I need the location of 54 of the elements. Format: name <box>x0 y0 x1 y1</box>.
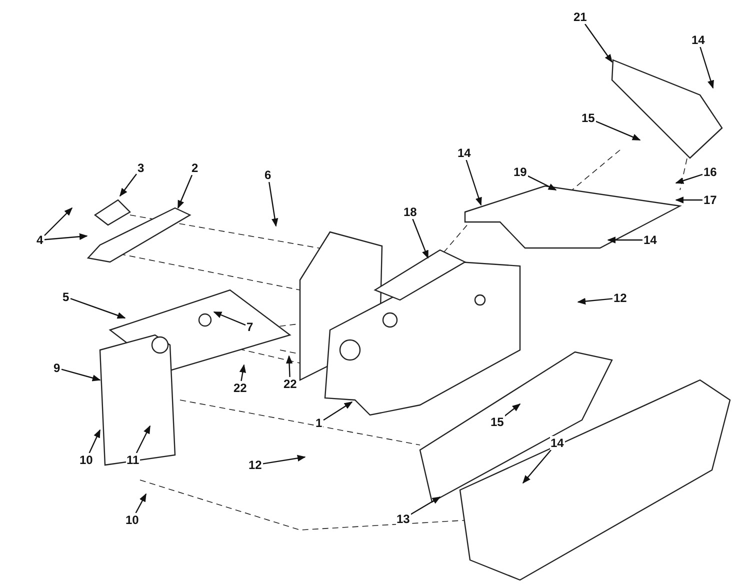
callout-number: 3 <box>136 161 146 175</box>
leader-line <box>70 298 126 319</box>
leader-line <box>323 402 353 421</box>
leader-line <box>120 174 137 197</box>
leader-line <box>675 196 702 204</box>
callout-number: 12 <box>612 291 628 305</box>
callout-number: 16 <box>702 165 718 179</box>
callout-number: 14 <box>550 436 565 450</box>
leader-line <box>88 429 101 454</box>
callout-number: 5 <box>62 290 70 304</box>
callout-number: 10 <box>78 453 94 467</box>
callout-number: 14 <box>642 233 658 247</box>
callout-number: 15 <box>490 415 505 429</box>
callout-number: 13 <box>396 512 411 526</box>
callout-number: 11 <box>126 453 140 467</box>
leader-line <box>136 425 151 454</box>
callout-number: 22 <box>232 381 248 395</box>
leader-line <box>410 496 441 516</box>
leader-line <box>466 160 482 206</box>
leader-line <box>412 218 429 259</box>
leader-line <box>675 174 703 184</box>
leader-line <box>268 182 278 227</box>
callout-number: 19 <box>512 165 528 179</box>
leader-line <box>595 120 641 141</box>
leader-line <box>213 311 246 326</box>
callout-number: 6 <box>264 168 272 182</box>
leader-line <box>262 454 306 464</box>
callout-number: 15 <box>580 111 596 125</box>
callout-number: 4 <box>36 233 44 247</box>
callout-number: 18 <box>402 205 418 219</box>
leader-line <box>286 355 293 378</box>
callout-number: 2 <box>190 161 200 175</box>
callout-number: 14 <box>690 33 706 47</box>
leader-line <box>61 368 101 382</box>
callout-number: 10 <box>124 513 140 527</box>
leader-line <box>522 450 552 484</box>
leader-line <box>44 233 88 240</box>
leader-line <box>584 24 612 63</box>
callout-number: 12 <box>248 458 263 472</box>
leader-line <box>177 174 193 209</box>
callout-number: 17 <box>702 193 718 207</box>
callout-number: 9 <box>52 361 62 375</box>
leader-line <box>607 236 642 244</box>
callout-number: 14 <box>456 146 472 160</box>
leader-line <box>700 46 714 89</box>
leader-line <box>504 403 521 417</box>
callout-number: 1 <box>314 416 324 430</box>
callout-number: 21 <box>572 10 588 24</box>
leader-line <box>239 364 246 382</box>
leader-line <box>527 175 557 191</box>
callout-number: 22 <box>282 377 298 391</box>
leader-line <box>44 207 73 236</box>
leader-line <box>577 298 613 305</box>
leader-line <box>135 493 147 514</box>
